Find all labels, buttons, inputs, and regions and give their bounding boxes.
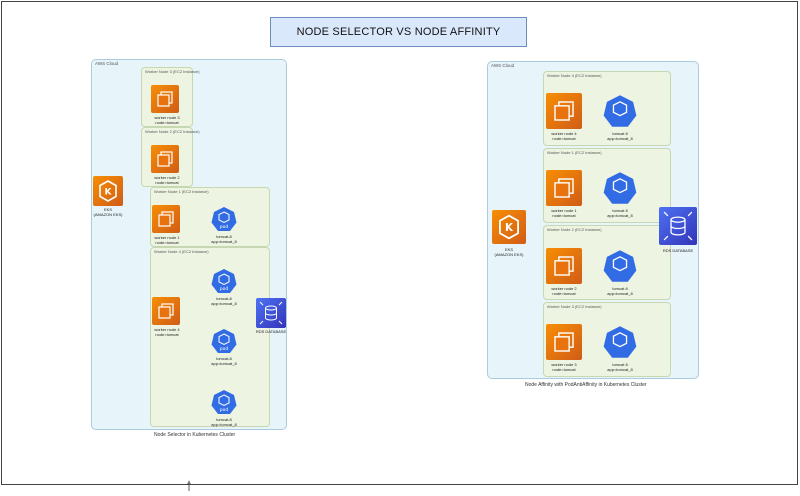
ec2-icon (546, 170, 582, 206)
left-worker-node-4: Worker Node 4 (EC2 Instance) (150, 247, 270, 427)
ec2-label: worker node 2 node=tomcat (154, 175, 180, 185)
node-label: Worker Node 4 (EC2 Instance) (547, 73, 602, 78)
left-caption: Node Selector in Kubernetes Cluster (154, 432, 236, 438)
ec2-label: worker node 1 node=tomcat (551, 208, 577, 218)
ec2-label: worker node 3 node=tomcat (154, 115, 180, 125)
ec2-label: worker node 1 node=tomcat (154, 235, 180, 245)
pod-icon (603, 325, 637, 359)
page-title: NODE SELECTOR VS NODE AFFINITY (270, 17, 527, 47)
ec2-icon (152, 205, 180, 233)
ec2-icon (151, 85, 179, 113)
svg-text:K: K (105, 188, 113, 198)
rds-label: RDS DATABASE (255, 329, 287, 334)
rds-database-icon (256, 298, 286, 328)
ec2-label: worker node 4 node=tomcat (551, 131, 577, 141)
eks-icon: K (492, 210, 526, 244)
svg-text:K: K (505, 223, 514, 234)
pod-text: pod (220, 286, 229, 292)
pod-label: tomcat 8 app=tomcat_8 (607, 362, 633, 372)
ec2-icon (546, 93, 582, 129)
pod-text: pod (220, 407, 229, 413)
pod-icon: pod (211, 268, 237, 294)
node-label: Worker Node 3 (EC2 Instance) (145, 69, 200, 74)
rds-label: RDS DATABASE (662, 248, 694, 253)
left-worker-node-1: Worker Node 1 (EC2 Instance) (150, 187, 270, 247)
ec2-icon (546, 324, 582, 360)
ec2-icon (151, 145, 179, 173)
node-label: Worker Node 2 (EC2 Instance) (547, 227, 602, 232)
node-label: Worker Node 2 (EC2 Instance) (145, 129, 200, 134)
pod-icon (603, 249, 637, 283)
ec2-label: worker node 4 node=tomcat (154, 327, 180, 337)
pod-text: pod (220, 346, 229, 352)
pod-icon: pod (211, 328, 237, 354)
eks-label: EKS (AMAZON EKS) (494, 247, 524, 257)
pod-icon: pod (211, 206, 237, 232)
pod-label: tomcat 8 app=tomcat_8 (607, 286, 633, 296)
rds-database-icon (659, 207, 697, 245)
pod-label: tomcat-8 app=tomcat_8 (211, 417, 237, 427)
diagram-frame (1, 1, 798, 485)
pod-label: tomcat-8 app=tomcat_8 (211, 296, 237, 306)
pod-icon: pod (211, 389, 237, 415)
eks-label: EKS (AMAZON EKS) (93, 207, 123, 217)
pod-icon (603, 94, 637, 128)
node-label: Worker Node 1 (EC2 Instance) (547, 150, 602, 155)
ec2-label: worker node 2 node=tomcat (551, 286, 577, 296)
pod-label: tomcat 8 app=tomcat_8 (607, 131, 633, 141)
ec2-icon (546, 248, 582, 284)
pod-label: tomcat-8 app=tomcat_8 (211, 234, 237, 244)
right-caption: Node Affinity with PodAntiAffinity in Ku… (525, 382, 647, 388)
pod-icon (603, 171, 637, 205)
cloud-label: AWS Cloud (491, 63, 515, 68)
ec2-label: worker node 3 node=tomcat (551, 362, 577, 372)
node-label: Worker Node 1 (EC2 Instance) (154, 189, 209, 194)
ec2-icon (152, 297, 180, 325)
eks-icon: K (93, 176, 123, 206)
pod-text: pod (220, 224, 229, 230)
pod-label: tomcat-8 app=tomcat_8 (211, 356, 237, 366)
pod-label: tomcat 8 app=tomcat_8 (607, 208, 633, 218)
node-label: Worker Node 4 (EC2 Instance) (154, 249, 209, 254)
cloud-label: AWS Cloud (95, 61, 119, 66)
node-label: Worker Node 3 (EC2 Instance) (547, 304, 602, 309)
